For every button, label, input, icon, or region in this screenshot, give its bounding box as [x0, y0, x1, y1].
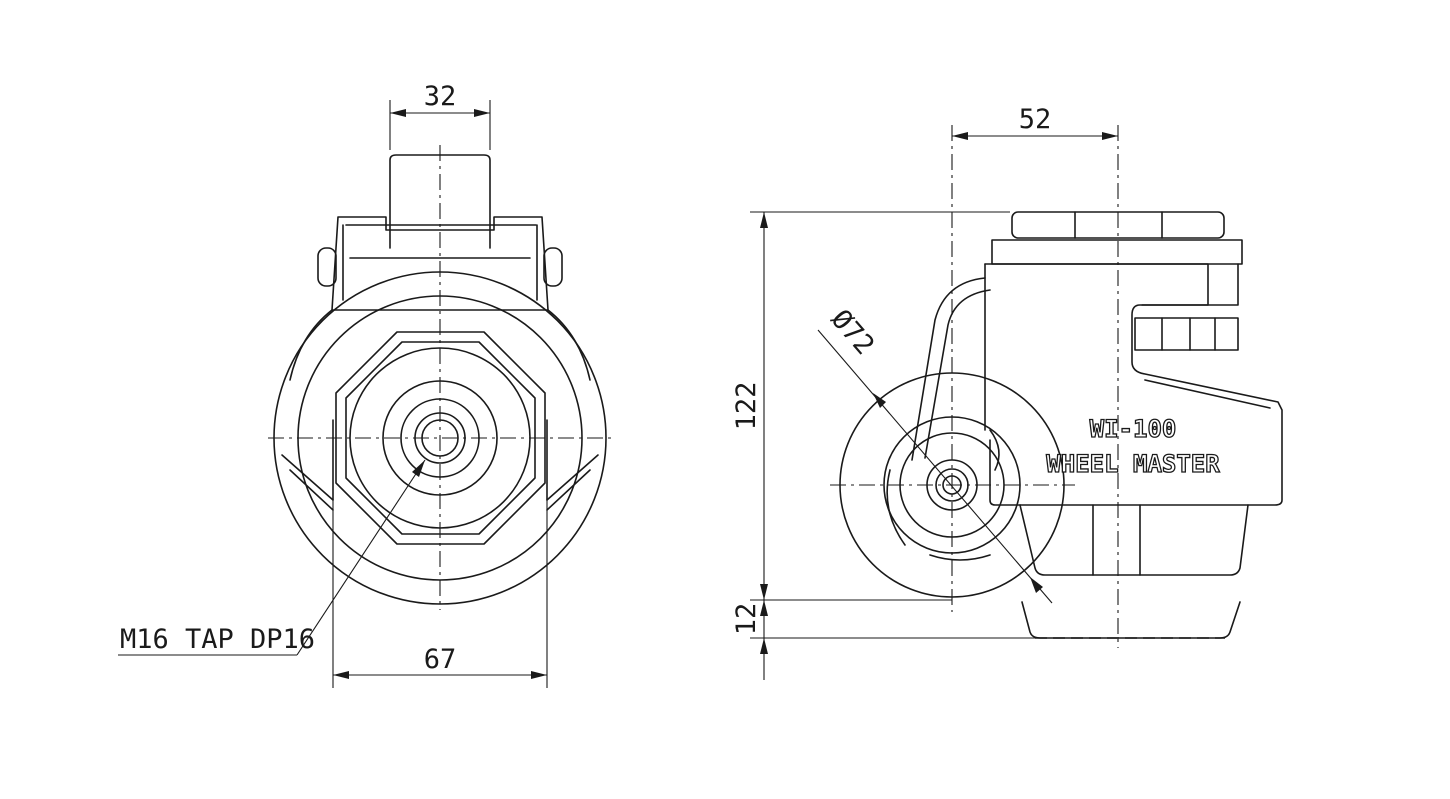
- side-brake-lever: [1134, 317, 1239, 351]
- front-skirt-left: [289, 309, 333, 381]
- side-body: [984, 263, 1283, 506]
- dia-72-label: Ø72: [825, 304, 880, 361]
- side-arm-inner: [924, 289, 991, 459]
- front-axle-nut-left: [317, 247, 337, 287]
- front-octagon-inner: [345, 341, 536, 535]
- dia72-arrow-top: [873, 393, 886, 408]
- dim122-arrow-bottom: [760, 584, 768, 600]
- dim52-arrow-left: [952, 132, 968, 140]
- dim12-arrow-bottom: [760, 638, 768, 654]
- dim-122-label: 122: [731, 382, 762, 431]
- tap-leader-arrow: [412, 460, 425, 477]
- dim-67-label: 67: [424, 644, 457, 675]
- side-body-step: [1141, 263, 1239, 306]
- dim67-arrow-right: [531, 671, 547, 679]
- dim67-arrow-left: [333, 671, 349, 679]
- dim52-arrow-right: [1102, 132, 1118, 140]
- front-leg-right-inner: [546, 469, 591, 511]
- front-leg-right: [546, 454, 599, 501]
- side-body-slope-line: [1144, 379, 1271, 409]
- front-yoke-outer: [331, 216, 549, 311]
- dim12-arrow-top: [760, 600, 768, 616]
- side-arm-joint: [989, 429, 1000, 471]
- dim32-arrow-right: [474, 109, 490, 117]
- front-leg-left: [281, 454, 334, 501]
- dim-32-label: 32: [424, 81, 457, 112]
- side-arm-outer: [911, 277, 986, 461]
- model-label: WI-100: [1090, 415, 1177, 443]
- front-axle-nut-right: [543, 247, 563, 287]
- front-skirt-right: [547, 309, 591, 381]
- side-view: 52 122 12 Ø72 WI-100 WHEEL MASTER: [731, 104, 1283, 680]
- front-view: 32 67 M16 TAP DP16: [118, 81, 612, 688]
- tap-leader: [296, 459, 426, 656]
- side-wheel-spokes: [886, 469, 991, 561]
- front-leg-left-inner: [289, 469, 334, 511]
- dim122-arrow-top: [760, 212, 768, 228]
- front-yoke-sides: [342, 224, 538, 301]
- dia72-leader: [817, 329, 1053, 604]
- dim-12-label: 12: [731, 603, 762, 636]
- dia72-arrow-bottom: [1030, 577, 1043, 593]
- side-foot: [1019, 504, 1249, 576]
- side-foot-extended: [1021, 601, 1241, 639]
- side-flange: [991, 239, 1243, 265]
- tap-callout-label: M16 TAP DP16: [120, 624, 315, 655]
- dim32-arrow-left: [390, 109, 406, 117]
- front-octagon-outer: [335, 331, 546, 545]
- brand-label: WHEEL MASTER: [1046, 450, 1220, 478]
- dim-52-label: 52: [1019, 104, 1052, 135]
